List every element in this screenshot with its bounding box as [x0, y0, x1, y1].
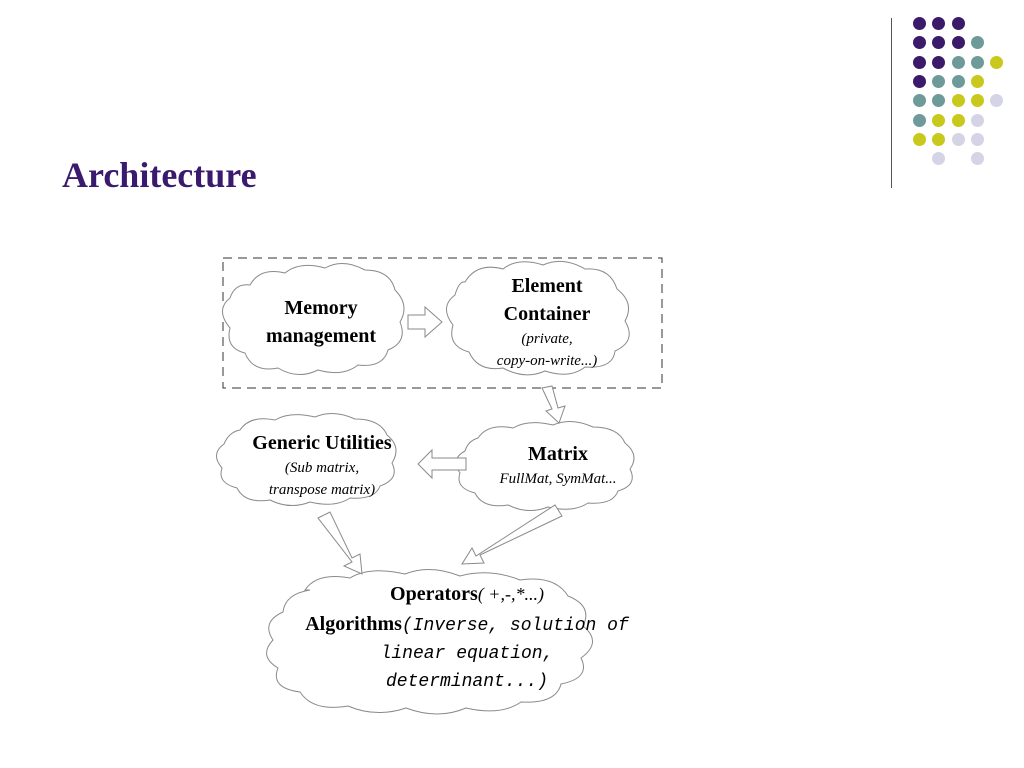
operators-detail: ( +,-,*...)	[477, 584, 544, 604]
slide-title: Architecture	[62, 155, 257, 195]
decorative-dot	[951, 132, 965, 146]
operators-cloud	[266, 569, 593, 715]
matrix-cloud	[455, 421, 635, 511]
matrix-title: Matrix	[528, 443, 588, 465]
matrix-node: Matrix FullMat, SymMat...	[474, 440, 642, 490]
arrow-generic-to-operators	[317, 511, 363, 575]
decorative-dot	[913, 94, 926, 108]
decorative-dot	[951, 113, 965, 127]
decorative-dot	[913, 55, 926, 69]
decorative-dot	[990, 55, 1004, 69]
decorative-dot	[913, 17, 926, 30]
decorative-dot	[970, 132, 984, 146]
generic-title: Generic Utilities	[252, 432, 392, 454]
generic-line3: transpose matrix)	[268, 482, 376, 498]
arrow-memory-to-element	[407, 305, 443, 339]
arrow-matrix-to-generic	[417, 448, 467, 480]
memory-label-line2: management	[266, 325, 376, 347]
algorithms-label: Algorithms	[305, 613, 402, 635]
decorative-dot	[913, 36, 926, 50]
arrow-matrix-to-operators	[461, 504, 563, 565]
algorithms-detail: (Inverse, solution of	[401, 616, 629, 636]
decorative-dot	[913, 132, 926, 146]
decorative-dot	[990, 94, 1004, 108]
decorative-dot	[951, 17, 965, 30]
matrix-subtitle: FullMat, SymMat...	[499, 471, 617, 487]
element-label-line2: Container	[503, 303, 591, 325]
decorative-dot	[932, 94, 946, 108]
decorative-dot	[970, 94, 984, 108]
element-label-line1: Element	[511, 275, 583, 297]
element-cloud	[446, 260, 630, 376]
decorative-dot	[913, 74, 926, 88]
element-label-line3: (private,	[521, 331, 573, 347]
memory-node: Memory management	[240, 294, 402, 350]
decorative-dot	[951, 55, 965, 69]
decorative-dot	[970, 55, 984, 69]
element-container-node: Element Container (private, copy-on-writ…	[462, 272, 632, 372]
decorative-dot	[951, 36, 965, 50]
core-group-box	[222, 257, 663, 389]
generic-cloud	[216, 413, 397, 506]
decorative-dot	[970, 113, 984, 127]
element-label-line4: copy-on-write...)	[496, 353, 598, 369]
decorative-dot	[970, 36, 984, 50]
memory-label-line1: Memory	[284, 297, 358, 319]
operators-node: Operators( +,-,*...) Algorithms(Inverse,…	[282, 580, 652, 696]
decorative-dot	[932, 152, 946, 166]
algorithms-line3: linear equation,	[380, 644, 554, 664]
generic-line2: (Sub matrix,	[284, 460, 360, 476]
decorative-dot	[951, 94, 965, 108]
decorative-dot	[970, 74, 984, 88]
decorative-dot	[932, 55, 946, 69]
decorative-dot	[932, 113, 946, 127]
decorative-dot	[932, 132, 946, 146]
decorative-dot	[913, 113, 926, 127]
algorithms-line4: determinant...)	[385, 672, 549, 692]
generic-utilities-node: Generic Utilities (Sub matrix, transpose…	[228, 429, 416, 501]
decorative-dot	[932, 36, 946, 50]
arrow-element-to-matrix	[541, 385, 566, 424]
memory-cloud	[222, 263, 405, 375]
decorative-dot	[932, 74, 946, 88]
operators-label: Operators	[390, 583, 478, 605]
decorative-dot	[951, 74, 965, 88]
divider-line	[891, 18, 892, 188]
decorative-dot	[932, 17, 946, 30]
decorative-dot	[970, 152, 984, 166]
